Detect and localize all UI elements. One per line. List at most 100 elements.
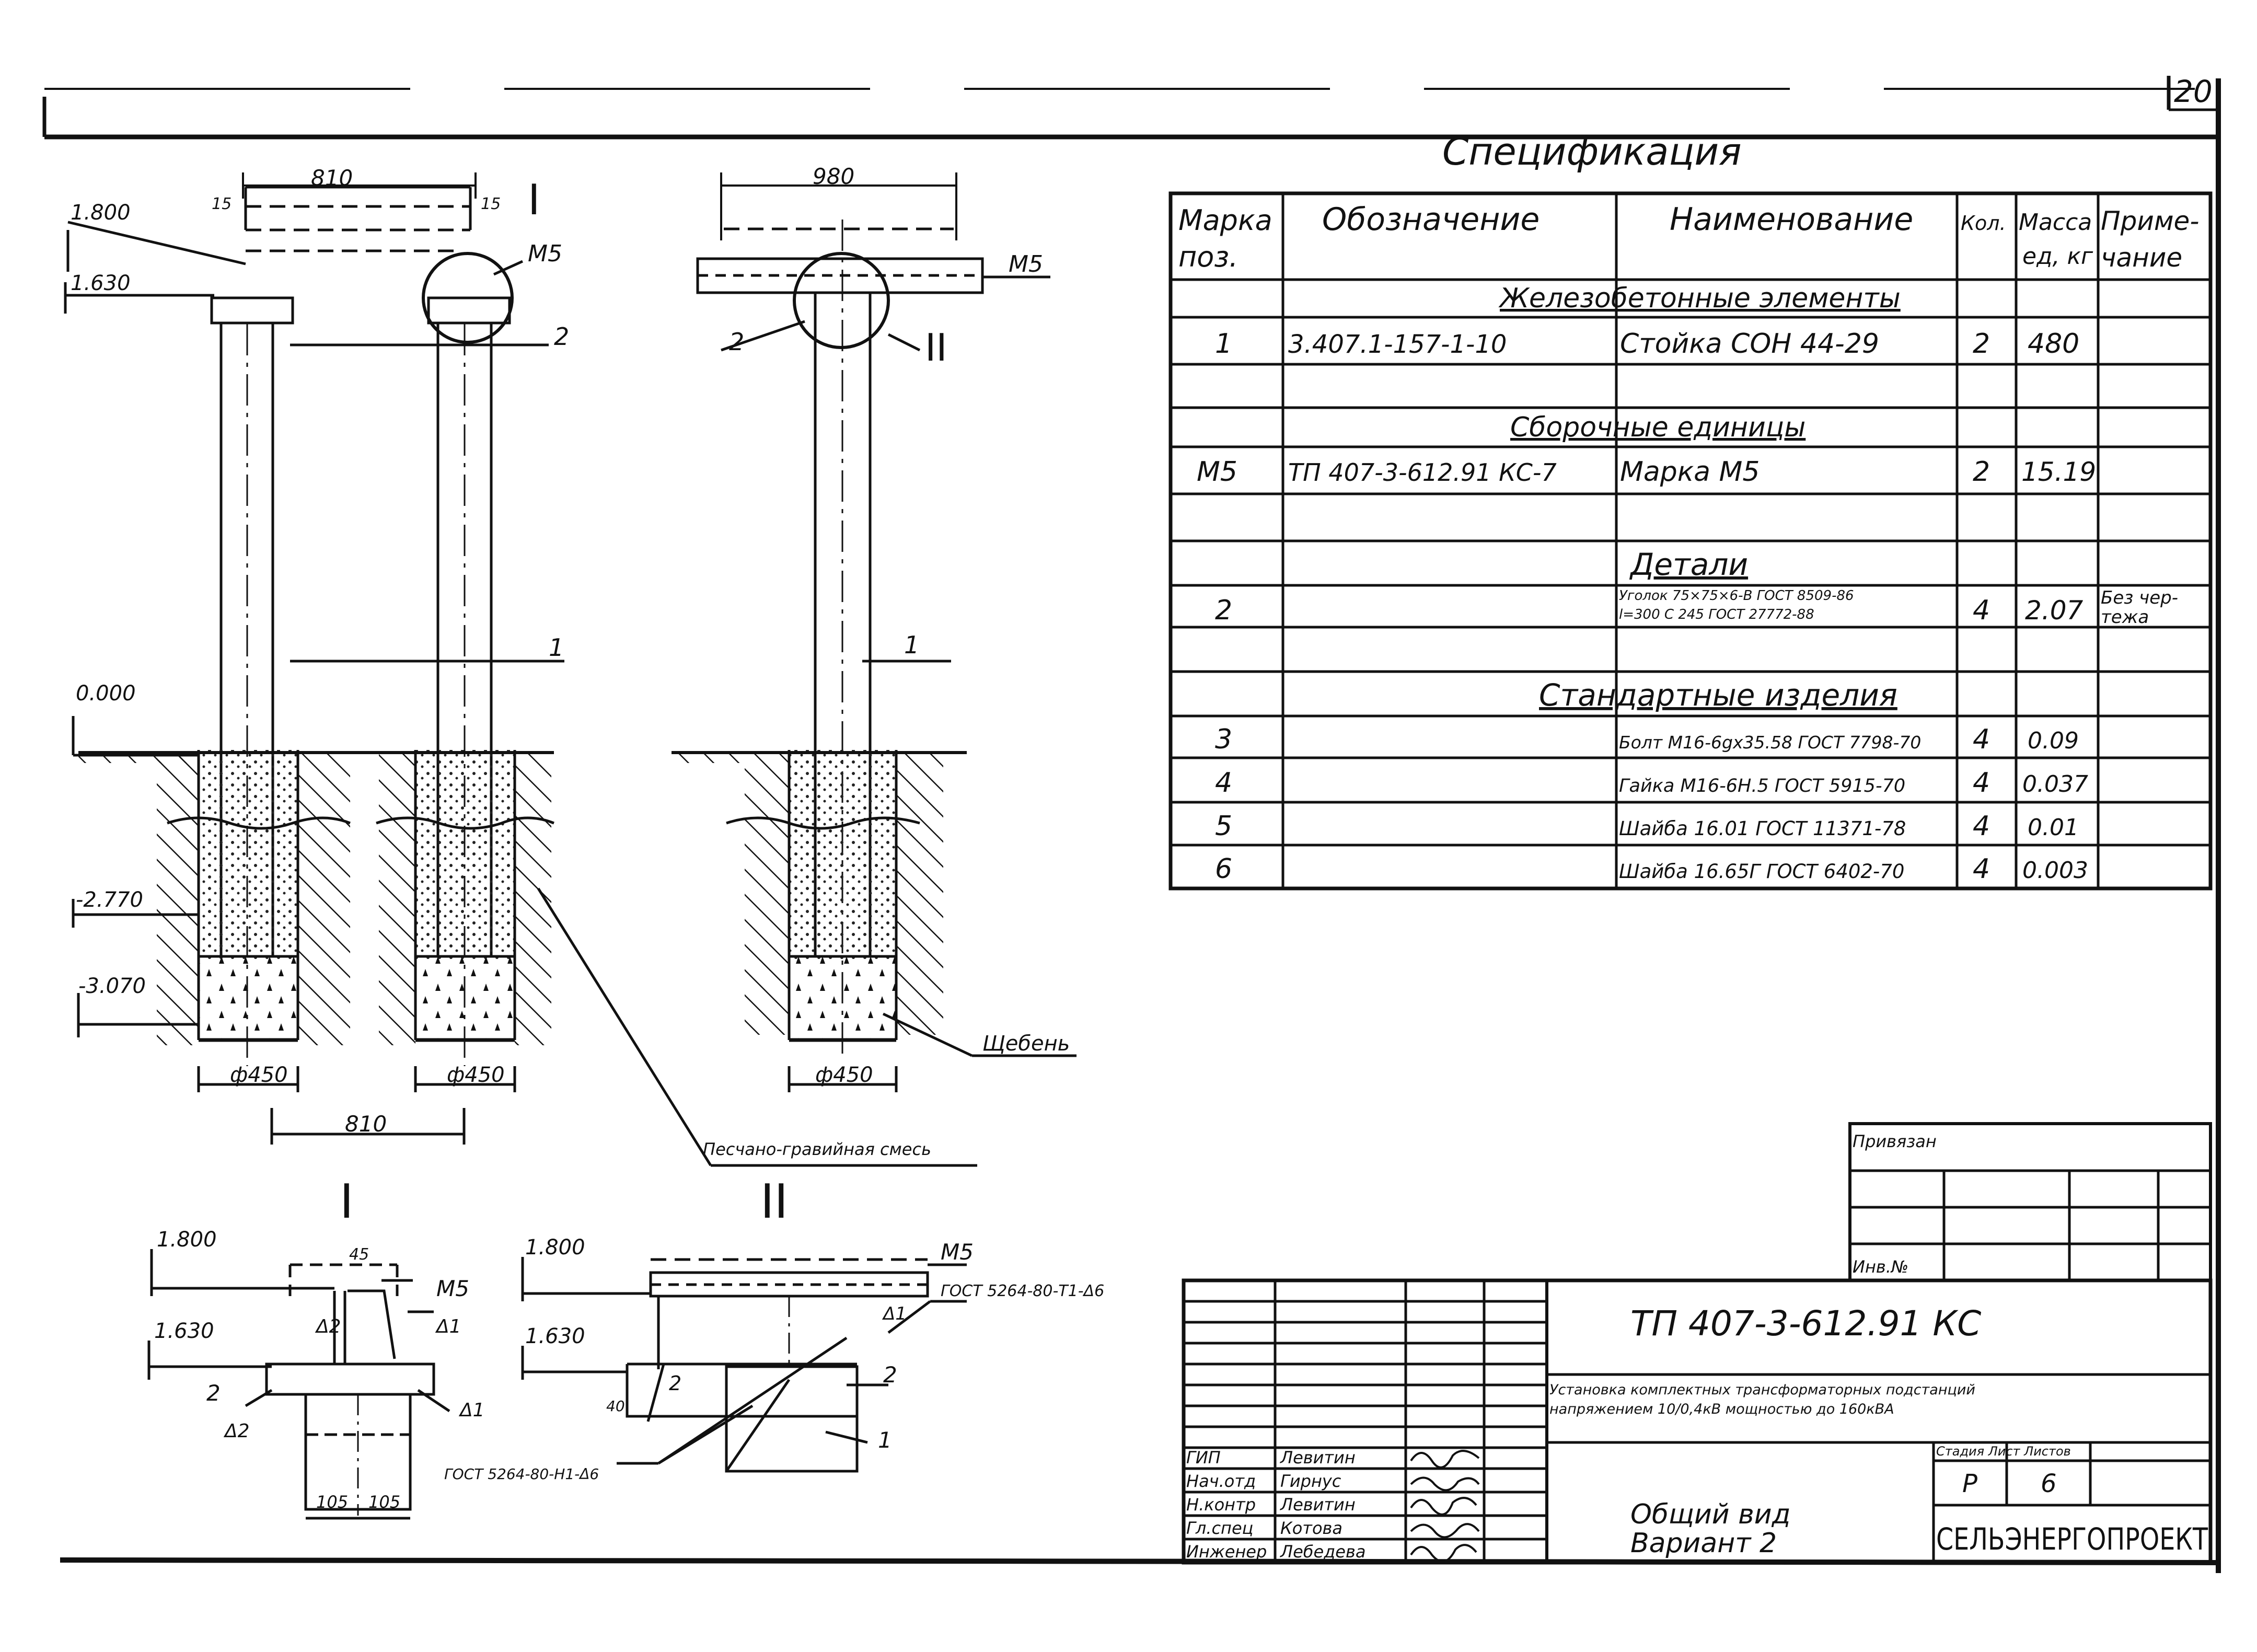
stage-header: Стадия Лист Листов bbox=[1936, 1444, 2071, 1459]
row-qty: 2 bbox=[1973, 456, 1990, 488]
label-gost-weld-1: ГОСТ 5264-80-Т1-Δ6 bbox=[941, 1282, 1104, 1300]
row-mass: 15.19 bbox=[2021, 457, 2096, 487]
org-name: СЕЛЬЭНЕРГОПРОЕКТ bbox=[1936, 1521, 2208, 1557]
label-m5: М5 bbox=[528, 240, 562, 267]
dim-45: 45 bbox=[349, 1245, 369, 1264]
page-number: 20 bbox=[2174, 74, 2213, 109]
dim-15b: 15 bbox=[481, 195, 501, 213]
header-mass-2: ед, кг bbox=[2022, 243, 2093, 270]
row-qty: 4 bbox=[1973, 595, 1990, 626]
level-minus-2770: -2.770 bbox=[76, 888, 143, 912]
section-mark-I: I bbox=[528, 176, 540, 224]
row-mass: 2.07 bbox=[2025, 595, 2084, 626]
weld-mark: Δ1 bbox=[882, 1303, 907, 1324]
dim-dia-3: ф450 bbox=[815, 1063, 873, 1087]
label-pos-1: 1 bbox=[549, 633, 564, 662]
row-name: Гайка М16-6Н.5 ГОСТ 5915-70 bbox=[1619, 776, 1905, 796]
row-mass: 480 bbox=[2028, 328, 2079, 360]
dim-105a: 105 bbox=[316, 1492, 348, 1512]
role-label: Инженер bbox=[1186, 1542, 1267, 1562]
signature-scribble bbox=[1410, 1476, 1480, 1492]
spec-table bbox=[1168, 191, 2213, 891]
role-label: Нач.отд bbox=[1186, 1471, 1256, 1491]
label-gost-weld-2: ГОСТ 5264-80-Н1-Δ6 bbox=[444, 1465, 599, 1483]
detail-I-title: I bbox=[340, 1174, 354, 1229]
signature-scribble bbox=[1410, 1523, 1480, 1539]
weld-mark: Δ1 bbox=[458, 1400, 485, 1421]
header-mark-1: Марка bbox=[1178, 204, 1272, 237]
title-block bbox=[1182, 1122, 2213, 1565]
spec-row: 6 Шайба 16.65Г ГОСТ 6402-70 4 0.003 bbox=[1215, 853, 2088, 885]
row-mass: 0.01 bbox=[2028, 814, 2079, 841]
spec-row: 1 3.407.1-157-1-10 Стойка СОН 44-29 2 48… bbox=[1215, 328, 2079, 360]
section-mark-II: II bbox=[925, 326, 947, 369]
level-1630: 1.630 bbox=[71, 271, 131, 295]
spec-row: 5 Шайба 16.01 ГОСТ 11371-78 4 0.01 bbox=[1215, 811, 2079, 842]
detail-II bbox=[521, 1257, 967, 1473]
signature-scribble bbox=[1410, 1497, 1477, 1516]
row-qty: 4 bbox=[1973, 767, 1990, 799]
header-mark-2: поз. bbox=[1178, 240, 1238, 273]
elevation-two-posts bbox=[64, 172, 977, 1167]
label-pos-1: 1 bbox=[878, 1427, 892, 1453]
detail-II-level-1630: 1.630 bbox=[525, 1324, 585, 1348]
row-mark: 2 bbox=[1215, 595, 1232, 626]
section-asm: Сборочные единицы bbox=[1510, 412, 1805, 443]
row-qty: 2 bbox=[1973, 328, 1990, 360]
spec-row: 3 Болт М16-6gх35.58 ГОСТ 7798-70 4 0.09 bbox=[1215, 724, 2079, 755]
signature-scribble bbox=[1410, 1450, 1480, 1469]
section-det: Детали bbox=[1629, 547, 1748, 582]
person-name: Гирнус bbox=[1280, 1471, 1341, 1491]
role-label: Гл.спец bbox=[1186, 1518, 1253, 1538]
signature-scribble bbox=[1410, 1544, 1477, 1563]
spec-row: 4 Гайка М16-6Н.5 ГОСТ 5915-70 4 0.037 bbox=[1215, 767, 2088, 799]
row-mark: М5 bbox=[1197, 456, 1237, 488]
row-name: Марка М5 bbox=[1620, 456, 1760, 488]
person-name: Левитин bbox=[1280, 1448, 1356, 1468]
dim-40: 40 bbox=[606, 1397, 625, 1415]
level-1800: 1.800 bbox=[71, 201, 131, 225]
label-pos-2: 2 bbox=[206, 1380, 221, 1406]
row-mark: 4 bbox=[1215, 767, 1232, 799]
header-qty: Кол. bbox=[1961, 212, 2006, 235]
level-minus-3070: -3.070 bbox=[78, 974, 146, 998]
spec-row: М5 ТП 407-3-612.91 КС-7 Марка М5 2 15.19 bbox=[1197, 456, 2096, 488]
detail-II-title: II bbox=[760, 1174, 788, 1229]
row-qty: 4 bbox=[1973, 811, 1990, 842]
dim-dia-1: ф450 bbox=[230, 1063, 288, 1087]
label-pos-2: 2 bbox=[554, 322, 569, 351]
label-m5: М5 bbox=[1009, 251, 1043, 278]
person-name: Котова bbox=[1280, 1518, 1342, 1538]
sheet-title-1: Общий вид bbox=[1630, 1499, 1791, 1530]
sheet-value: 6 bbox=[2041, 1469, 2057, 1498]
label-sand-gravel: Песчано-гравийная смесь bbox=[703, 1139, 931, 1159]
label-pos-2: 2 bbox=[669, 1372, 681, 1395]
person-name: Левитин bbox=[1280, 1495, 1356, 1515]
header-note-1: Приме- bbox=[2101, 206, 2199, 236]
row-name: Стойка СОН 44-29 bbox=[1620, 328, 1879, 360]
dim-810-bottom: 810 bbox=[345, 1111, 387, 1137]
header-note-2: чание bbox=[2101, 242, 2182, 273]
weld-mark: Δ1 bbox=[435, 1316, 461, 1337]
sheet-title-2: Вариант 2 bbox=[1630, 1528, 1777, 1559]
section-std: Стандартные изделия bbox=[1539, 677, 1897, 713]
dim-105b: 105 bbox=[368, 1492, 400, 1512]
doc-desc-1: Установка комплектных трансформаторных п… bbox=[1549, 1382, 1975, 1398]
tied-label: Привязан bbox=[1853, 1131, 1937, 1151]
detail-I-level-1800: 1.800 bbox=[157, 1228, 217, 1252]
row-name-line1: Уголок 75×75×6-В ГОСТ 8509-86 bbox=[1619, 588, 1854, 604]
row-note-line2: тежа bbox=[2101, 607, 2149, 628]
elevation-single-post bbox=[672, 172, 1077, 1092]
row-qty: 4 bbox=[1973, 853, 1990, 885]
row-designation: ТП 407-3-612.91 КС-7 bbox=[1288, 458, 1557, 487]
row-designation: 3.407.1-157-1-10 bbox=[1288, 330, 1507, 359]
row-name: Шайба 16.01 ГОСТ 11371-78 bbox=[1619, 817, 1906, 840]
row-note-line1: Без чер- bbox=[2101, 587, 2178, 608]
stamp-signatures: ГИП Левитин Нач.отд Гирнус Н.контр Левит… bbox=[1186, 1448, 1480, 1563]
header-name: Наименование bbox=[1670, 201, 1913, 238]
spec-row: 2 Уголок 75×75×6-В ГОСТ 8509-86 l=300 С … bbox=[1215, 587, 2178, 628]
dim-980-top: 980 bbox=[813, 164, 854, 189]
stage-value: Р bbox=[1962, 1469, 1977, 1498]
row-mark: 5 bbox=[1215, 811, 1232, 842]
weld-mark: Δ2 bbox=[315, 1316, 341, 1337]
